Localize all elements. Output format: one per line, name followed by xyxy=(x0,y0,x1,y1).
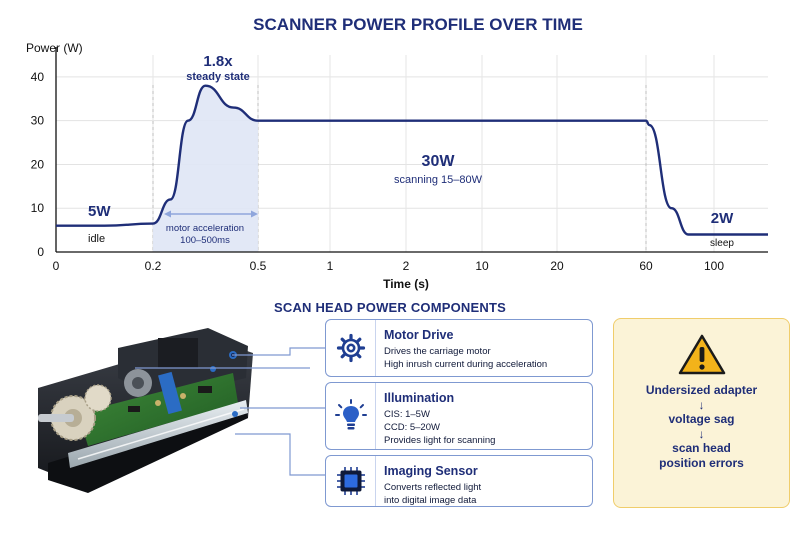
warning-line-3: scan head xyxy=(672,441,731,455)
x-tick-20: 20 xyxy=(550,259,564,273)
warning-callout: Undersized adapter ↓ voltage sag ↓ scan … xyxy=(613,318,790,508)
components-title: SCAN HEAD POWER COMPONENTS xyxy=(274,300,506,315)
imaging-sensor-card: Imaging Sensor Converts reflected light … xyxy=(325,455,593,507)
axes xyxy=(55,47,768,253)
chip-icon xyxy=(326,456,376,506)
leader-lines xyxy=(135,347,325,476)
warning-line-2: voltage sag xyxy=(668,412,735,426)
peak-caption: steady state xyxy=(186,71,250,83)
accel-caption-1: motor acceleration xyxy=(166,223,244,234)
lamp-bar xyxy=(68,400,248,468)
motor-title: Motor Drive xyxy=(384,328,454,342)
illumination-title: Illumination xyxy=(384,391,455,405)
y-tick-20: 20 xyxy=(31,157,45,171)
x-tick-10: 10 xyxy=(475,259,489,273)
x-tick-labels: 0 0.2 0.5 1 2 10 20 60 100 xyxy=(53,259,725,273)
motor-line-1: Drives the carriage motor xyxy=(384,346,491,357)
warning-line-1: Undersized adapter xyxy=(645,383,758,397)
y-tick-40: 40 xyxy=(31,70,45,84)
y-tick-labels: 0 10 20 30 40 xyxy=(31,70,45,259)
gear-icon xyxy=(326,320,376,376)
x-tick-2: 2 xyxy=(403,259,410,273)
illumination-line-1: CIS: 1–5W xyxy=(384,409,430,420)
power-profile-chart: SCANNER POWER PROFILE OVER TIME Power (W… xyxy=(26,15,768,291)
y-tick-0: 0 xyxy=(37,245,44,259)
lightbulb-icon xyxy=(326,383,376,449)
motor-drive-card: Motor Drive Drives the carriage motor Hi… xyxy=(325,319,593,377)
y-axis-label: Power (W) xyxy=(26,41,83,55)
acceleration-fill xyxy=(153,85,258,253)
sleep-value-label: 2W xyxy=(711,210,734,227)
motor-line-2: High inrush current during acceleration xyxy=(384,359,548,370)
sleep-caption: sleep xyxy=(710,238,734,249)
x-tick-0.2: 0.2 xyxy=(145,259,162,273)
scan-caption: scanning 15–80W xyxy=(394,174,483,186)
peak-value-label: 1.8x xyxy=(203,53,233,70)
idle-value-label: 5W xyxy=(88,203,111,220)
x-tick-1: 1 xyxy=(327,259,334,273)
illumination-card: Illumination CIS: 1–5W CCD: 5–20W Provid… xyxy=(325,382,593,450)
scan-head-illustration xyxy=(38,328,253,493)
x-tick-100: 100 xyxy=(704,259,724,273)
accel-range-arrow xyxy=(164,210,258,218)
x-tick-0: 0 xyxy=(53,259,60,273)
warning-line-4: position errors xyxy=(659,456,744,470)
illumination-line-3: Provides light for scanning xyxy=(384,435,496,446)
warning-icon xyxy=(678,334,725,375)
warning-arrow-1: ↓ xyxy=(698,398,705,412)
sensor-line-1: Converts reflected light xyxy=(384,482,482,493)
idle-caption: idle xyxy=(88,233,105,245)
scan-value-label: 30W xyxy=(422,153,456,170)
acceleration-area xyxy=(153,85,258,253)
illumination-line-2: CCD: 5–20W xyxy=(384,422,440,433)
x-tick-60: 60 xyxy=(639,259,653,273)
accel-caption-2: 100–500ms xyxy=(180,235,230,246)
sensor-title: Imaging Sensor xyxy=(384,464,478,478)
x-tick-0.5: 0.5 xyxy=(250,259,267,273)
y-tick-30: 30 xyxy=(31,114,45,128)
power-series xyxy=(56,84,768,236)
power-line xyxy=(56,84,768,236)
x-axis-label: Time (s) xyxy=(383,277,429,291)
sensor-line-2: into digital image data xyxy=(384,495,477,506)
chart-title: SCANNER POWER PROFILE OVER TIME xyxy=(253,15,583,34)
warning-arrow-2: ↓ xyxy=(698,427,705,441)
y-tick-10: 10 xyxy=(31,201,45,215)
